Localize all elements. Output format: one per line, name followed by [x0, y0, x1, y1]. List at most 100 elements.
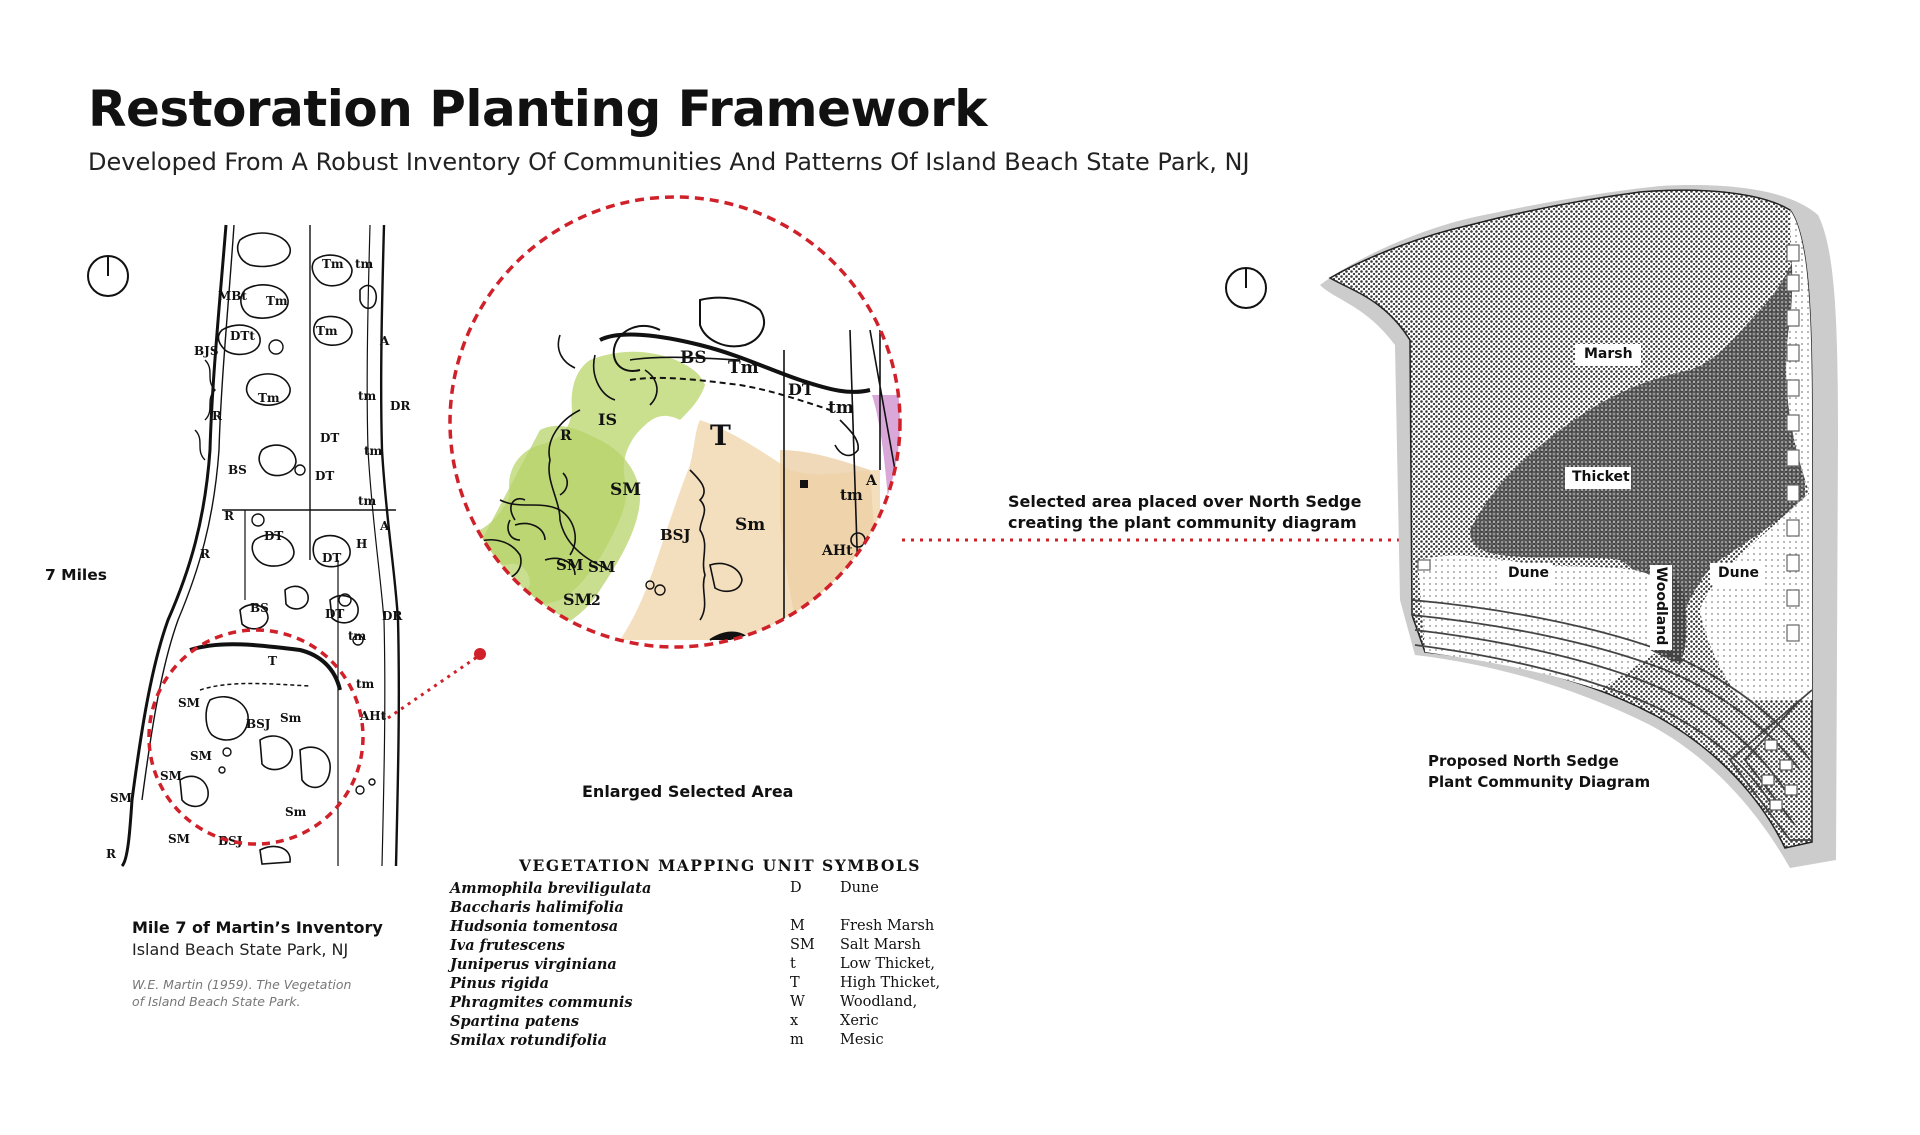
legend-species: Juniperus virginiana: [450, 956, 617, 973]
svg-text:SM: SM: [563, 590, 592, 609]
svg-text:SM: SM: [610, 480, 641, 500]
svg-text:AHt: AHt: [821, 543, 853, 559]
page-title: Restoration Planting Framework: [88, 80, 988, 138]
legend-name: High Thicket,: [840, 975, 941, 991]
svg-text:SM: SM: [178, 696, 200, 710]
svg-text:IS: IS: [598, 410, 617, 429]
woodland-label-bg: [1650, 565, 1672, 650]
svg-text:A: A: [865, 473, 878, 489]
north-sedge-diagram: [1320, 185, 1838, 868]
svg-text:DT: DT: [788, 380, 814, 399]
legend-name: Dune: [840, 880, 879, 896]
legend-species: Pinus rigida: [450, 975, 550, 992]
thicket-label-bg: [1565, 467, 1631, 489]
north-arrow-icon: [87, 255, 129, 297]
svg-text:Sm: Sm: [735, 515, 765, 535]
svg-text:DT: DT: [320, 431, 339, 445]
legend-species: Smilax rotundifolia: [450, 1032, 607, 1049]
left-caption-sub: Island Beach State Park, NJ: [132, 940, 349, 959]
connector-label-line-2: creating the plant community diagram: [1008, 513, 1357, 532]
connector-dot-left: [474, 648, 486, 660]
svg-text:DT: DT: [315, 469, 334, 483]
miles-label: 7 Miles: [45, 566, 107, 584]
north-arrow-icon-right: [1225, 267, 1267, 309]
legend-row: Ammophila breviligulata D Dune: [450, 880, 970, 900]
dune-right-label-bg: [1710, 563, 1762, 585]
svg-text:R: R: [466, 600, 478, 616]
legend-table: Ammophila breviligulata D Dune Baccharis…: [450, 880, 970, 1060]
svg-text:Tm: Tm: [266, 294, 288, 308]
dune-right-label: Dune: [1718, 565, 1760, 581]
thicket-label: Thicket: [1572, 469, 1630, 485]
dune-left-label: Dune: [1508, 565, 1550, 581]
svg-text:Tm: Tm: [316, 324, 338, 338]
svg-text:tm: tm: [828, 398, 854, 418]
legend-species: Hudsonia tomentosa: [450, 918, 619, 935]
legend-row: Iva frutescens SM Salt Marsh: [450, 937, 970, 957]
legend-name: Xeric: [840, 1013, 879, 1029]
svg-text:SM: SM: [578, 680, 607, 699]
svg-text:SM: SM: [160, 769, 182, 783]
svg-text:tm: tm: [358, 494, 377, 508]
legend-species: Spartina patens: [450, 1013, 579, 1030]
woodland-label: Woodland: [1653, 566, 1670, 646]
legend-row: Baccharis halimifolia: [450, 899, 970, 919]
svg-text:A: A: [379, 519, 390, 533]
legend-name: Low Thicket,: [840, 956, 935, 972]
svg-text:MBt: MBt: [218, 289, 247, 303]
selection-circle-large: [448, 195, 902, 649]
svg-text:DT: DT: [325, 607, 344, 621]
dune-left-label-bg: [1500, 563, 1552, 585]
svg-text:DR: DR: [382, 609, 403, 623]
legend-name: Woodland,: [840, 994, 918, 1010]
legend-species: Ammophila breviligulata: [450, 880, 652, 897]
svg-text:tm: tm: [348, 629, 367, 643]
svg-text:Tm: Tm: [728, 358, 759, 378]
svg-text:R: R: [224, 509, 235, 523]
citation-line-2: of Island Beach State Park.: [132, 994, 301, 1009]
svg-text:SM: SM: [110, 791, 132, 805]
svg-text:BS: BS: [250, 601, 269, 615]
legend-code: M: [790, 918, 805, 934]
connector-label-line-1: Selected area placed over North Sedge: [1008, 492, 1362, 511]
svg-text:T: T: [268, 654, 277, 668]
svg-text:R: R: [106, 847, 117, 861]
svg-text:H: H: [356, 537, 367, 551]
svg-text:Tm: Tm: [258, 391, 280, 405]
svg-text:tm: tm: [358, 389, 377, 403]
svg-text:R: R: [200, 547, 211, 561]
svg-text:DR: DR: [390, 399, 411, 413]
svg-text:BJS: BJS: [194, 344, 219, 358]
enlarged-caption: Enlarged Selected Area: [582, 782, 794, 801]
svg-text:BSJ: BSJ: [660, 526, 691, 544]
legend-row: Spartina patens x Xeric: [450, 1013, 970, 1033]
citation: W.E. Martin (1959). The Vegetation of Is…: [132, 976, 351, 1010]
svg-text:H: H: [840, 622, 852, 637]
legend-code: T: [790, 975, 800, 991]
svg-text:tm: tm: [840, 486, 863, 504]
legend-row: Smilax rotundifolia m Mesic: [450, 1032, 970, 1052]
marsh-label-bg: [1575, 344, 1641, 366]
north-caption-line-1: Proposed North Sedge: [1428, 752, 1619, 770]
svg-text:R: R: [212, 409, 223, 423]
legend-row: Phragmites communis W Woodland,: [450, 994, 970, 1014]
legend-title: VEGETATION MAPPING UNIT SYMBOLS: [519, 856, 921, 875]
svg-text:SM: SM: [588, 558, 615, 576]
legend-name: Salt Marsh: [840, 937, 921, 953]
svg-text:A: A: [379, 334, 390, 348]
legend-name: Mesic: [840, 1032, 884, 1048]
svg-text:T: T: [710, 419, 731, 452]
svg-text:BSJ: BSJ: [246, 717, 271, 731]
svg-text:BSJ: BSJ: [640, 680, 673, 699]
legend-code: t: [790, 956, 796, 972]
legend-code: m: [790, 1032, 804, 1048]
legend-row: Pinus rigida T High Thicket,: [450, 975, 970, 995]
legend-row: Juniperus virginiana t Low Thicket,: [450, 956, 970, 976]
legend-row: Hudsonia tomentosa M Fresh Marsh: [450, 918, 970, 938]
legend-code: SM: [790, 937, 815, 953]
svg-text:SM: SM: [556, 556, 583, 574]
legend-code: x: [790, 1013, 799, 1029]
svg-text:tm: tm: [355, 257, 374, 271]
